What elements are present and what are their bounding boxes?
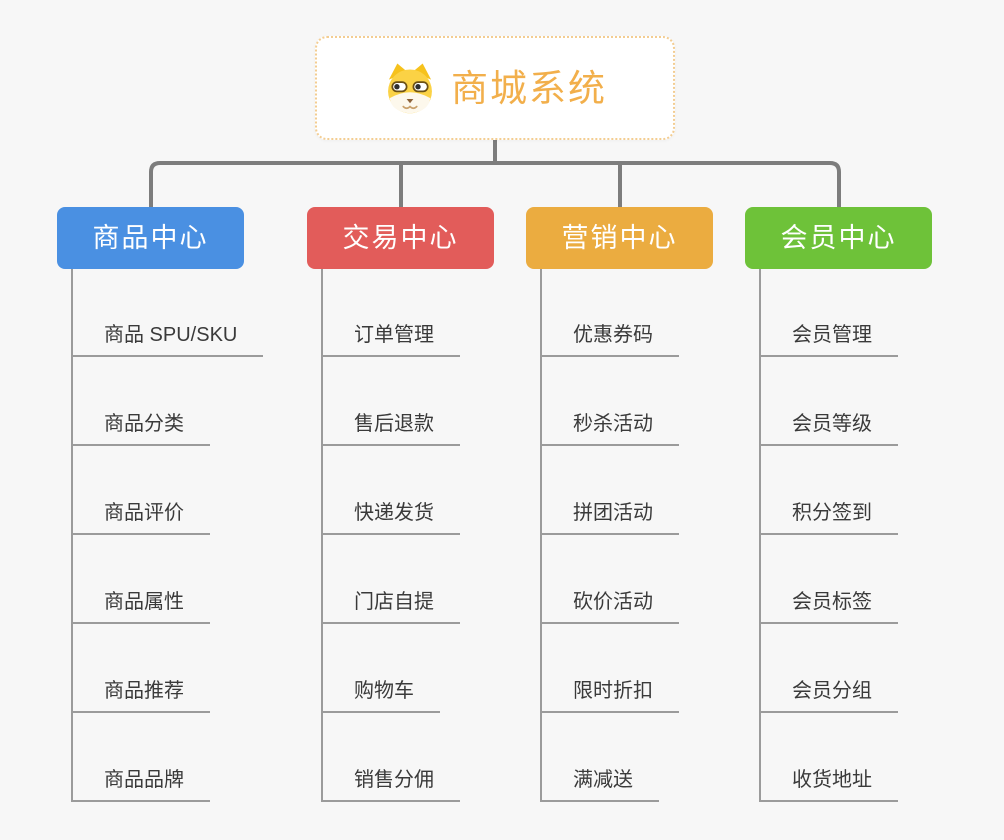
- leaf-node[interactable]: 售后退款: [321, 412, 460, 446]
- leaf-node[interactable]: 商品推荐: [71, 679, 210, 713]
- leaf-node[interactable]: 收货地址: [759, 768, 898, 802]
- leaf-node[interactable]: 快递发货: [321, 501, 460, 535]
- leaf-node[interactable]: 满减送: [540, 768, 659, 802]
- branch-trunk-line: [71, 269, 73, 802]
- branch-box-member-center[interactable]: 会员中心: [745, 207, 932, 269]
- leaf-node[interactable]: 拼团活动: [540, 501, 679, 535]
- root-title: 商城系统: [451, 67, 607, 109]
- leaf-node[interactable]: 会员管理: [759, 323, 898, 357]
- leaf-node[interactable]: 商品品牌: [71, 768, 210, 802]
- branch-label: 商品中心: [92, 222, 209, 253]
- shiba-dog-icon: [388, 63, 432, 114]
- leaf-node[interactable]: 购物车: [321, 679, 440, 713]
- branch-trunk-line: [321, 269, 323, 802]
- leaf-node[interactable]: 商品属性: [71, 590, 210, 624]
- branch-box-product-center[interactable]: 商品中心: [57, 207, 244, 269]
- branch-trunk-line: [759, 269, 761, 802]
- leaf-node[interactable]: 会员分组: [759, 679, 898, 713]
- leaf-node[interactable]: 积分签到: [759, 501, 898, 535]
- leaf-node[interactable]: 商品评价: [71, 501, 210, 535]
- leaf-node[interactable]: 会员标签: [759, 590, 898, 624]
- branch-rail-line: [149, 161, 841, 209]
- leaf-node[interactable]: 订单管理: [321, 323, 460, 357]
- leaf-node[interactable]: 商品 SPU/SKU: [71, 323, 264, 357]
- leaf-node[interactable]: 商品分类: [71, 412, 210, 446]
- branch-trunk-line: [540, 269, 542, 802]
- leaf-node[interactable]: 限时折扣: [540, 679, 679, 713]
- leaf-node[interactable]: 优惠券码: [540, 323, 679, 357]
- leaf-node[interactable]: 会员等级: [759, 412, 898, 446]
- branch-box-marketing-center[interactable]: 营销中心: [526, 207, 713, 269]
- leaf-node[interactable]: 门店自提: [321, 590, 460, 624]
- leaf-node[interactable]: 砍价活动: [540, 590, 679, 624]
- branch-label: 会员中心: [780, 222, 897, 253]
- branch-label: 交易中心: [342, 222, 459, 253]
- leaf-node[interactable]: 销售分佣: [321, 768, 460, 802]
- root-node[interactable]: 商城系统: [315, 36, 675, 140]
- branch-label: 营销中心: [561, 222, 678, 253]
- branch-box-trade-center[interactable]: 交易中心: [307, 207, 494, 269]
- leaf-node[interactable]: 秒杀活动: [540, 412, 679, 446]
